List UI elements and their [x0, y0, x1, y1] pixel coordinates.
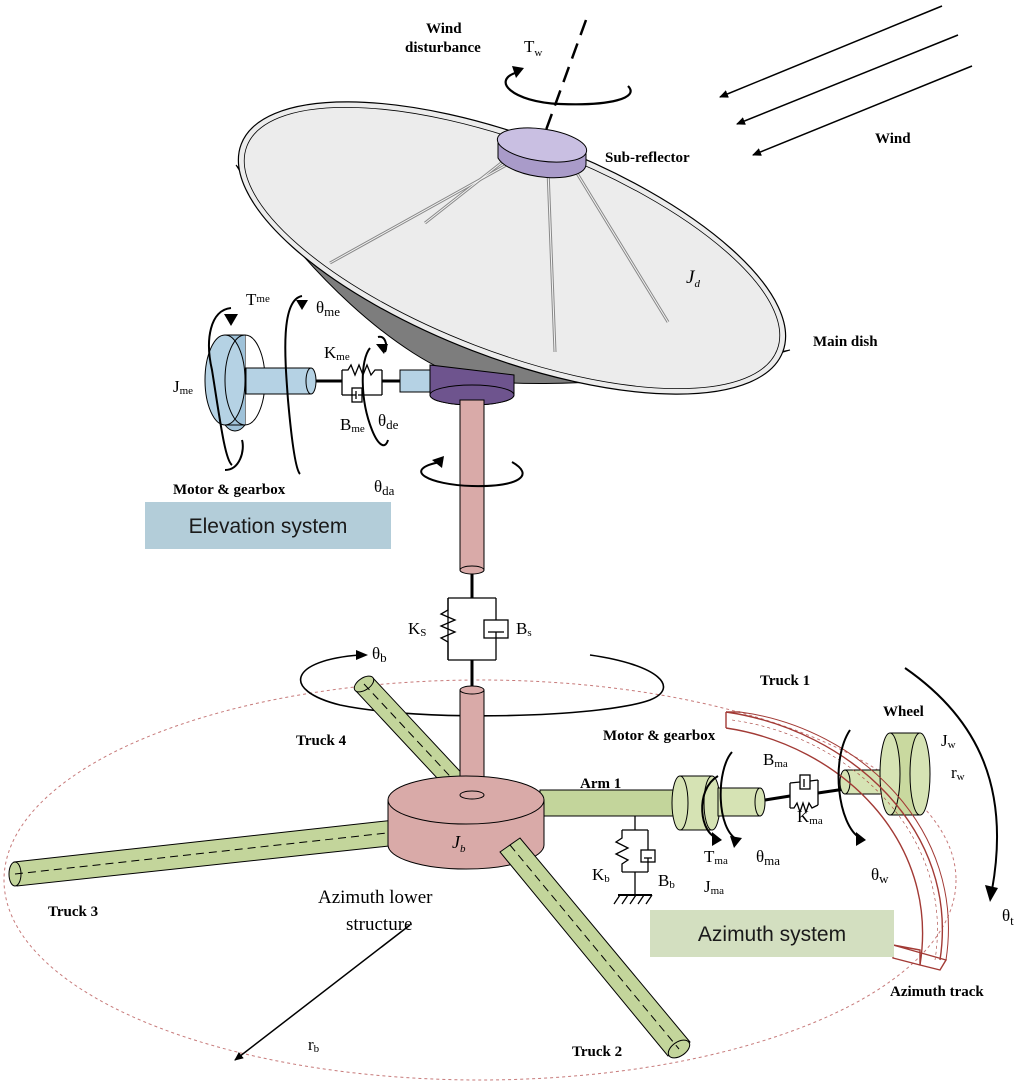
kme-symbol: Kme	[324, 343, 350, 363]
azimuth-system-box	[650, 910, 894, 957]
rb-symbol: rb	[308, 1035, 320, 1055]
bme-symbol: Bme	[340, 415, 365, 435]
azimuth-rotation-arrows	[701, 667, 999, 891]
wheel-label: Wheel	[883, 704, 924, 720]
rw-symbol: rw	[951, 763, 965, 783]
motor-gearbox-el-label: Motor & gearbox	[173, 482, 286, 498]
rb-radius-arrow	[234, 924, 411, 1061]
theta-ma-symbol: θma	[756, 847, 780, 868]
truck-4-label: Truck 4	[296, 733, 347, 749]
theta-me-symbol: θme	[316, 298, 340, 319]
theta-da-arrow	[420, 461, 524, 488]
wind-disturbance-label-2: disturbance	[405, 40, 481, 56]
wind-arrows	[719, 5, 973, 156]
theta-w-symbol: θw	[871, 865, 889, 886]
jme-symbol: Jme	[173, 377, 193, 397]
main-dish-label: Main dish	[813, 334, 878, 350]
truck-3-label: Truck 3	[48, 904, 98, 920]
kma-symbol: Kma	[797, 807, 823, 827]
bs-symbol: Bs	[516, 619, 532, 639]
truck-2-beam	[499, 837, 691, 1059]
azimuth-lower-label-1: Azimuth lower	[318, 887, 433, 908]
truck-4-beam	[353, 675, 471, 795]
wheel-assembly	[839, 732, 931, 816]
main-dish	[235, 101, 791, 395]
azimuth-track-label: Azimuth track	[890, 984, 984, 1000]
kb-symbol: Kb	[592, 865, 610, 885]
bb-symbol: Bb	[658, 871, 675, 891]
disturbance-axis	[544, 19, 588, 131]
theta-de-symbol: θde	[378, 411, 399, 432]
theta-da-symbol: θda	[374, 477, 395, 498]
azimuth-motor	[671, 775, 791, 831]
elevation-hub	[429, 364, 515, 406]
kma-bma-element	[789, 774, 846, 815]
theta-b-arrow	[299, 654, 665, 717]
elevation-system-label: Elevation system	[189, 515, 348, 538]
jb-symbol: Jb	[452, 832, 466, 855]
kb-bb-element	[613, 816, 656, 905]
truck-1-label: Truck 1	[760, 673, 810, 689]
ks-bs-element	[439, 597, 509, 661]
arm-1-label: Arm 1	[580, 776, 621, 792]
jd-symbol: Jd	[686, 267, 700, 290]
sub-reflector-label: Sub-reflector	[605, 150, 690, 166]
jw-symbol: Jw	[941, 731, 956, 751]
truck-3-beam	[8, 819, 399, 887]
text-labels: Wind disturbance Wind Sub-reflector Main…	[48, 21, 1014, 1060]
theta-b-symbol: θb	[372, 644, 387, 665]
theta-t-symbol: θt	[1002, 906, 1014, 928]
azimuth-lower-label-2: structure	[346, 914, 412, 935]
tw-symbol: Tw	[524, 37, 542, 59]
bma-symbol: Bma	[763, 750, 788, 770]
kme-bme-element	[341, 363, 383, 403]
azimuth-orbit	[3, 679, 957, 1081]
tma-symbol: Tma	[704, 847, 728, 867]
elevation-rotation-arrows	[208, 295, 389, 475]
elevation-motor	[204, 334, 431, 432]
tme-symbol: Tme	[246, 290, 270, 309]
jma-symbol: Jma	[704, 877, 724, 897]
sub-reflector-shape	[496, 127, 588, 179]
elevation-system-box	[145, 502, 391, 549]
azimuth-system-label: Azimuth system	[698, 923, 846, 946]
motor-gearbox-az-label: Motor & gearbox	[603, 728, 716, 744]
wind-disturbance-label-1: Wind	[426, 21, 462, 37]
wind-torque-arrow	[504, 70, 632, 106]
wind-label: Wind	[875, 131, 911, 147]
azimuth-track	[725, 711, 949, 971]
ks-symbol: KS	[408, 619, 426, 639]
truck-2-label: Truck 2	[572, 1044, 622, 1060]
arm-1-beam	[539, 789, 681, 817]
vertical-shaft-upper	[459, 399, 485, 598]
